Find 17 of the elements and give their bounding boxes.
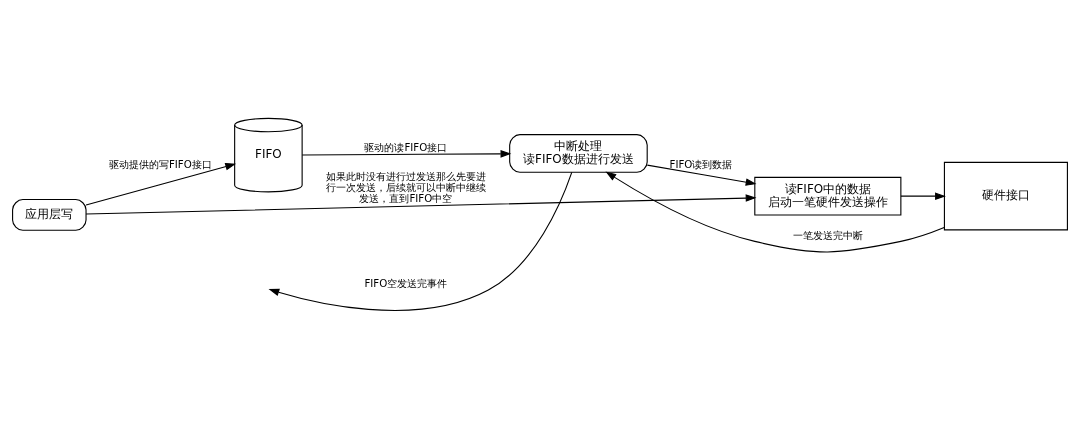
node-box: 应用层写	[12, 199, 87, 231]
edge-label: 驱动提供的写FIFO接口	[108, 158, 212, 171]
edge-label: FIFO空发送完事件	[364, 277, 448, 290]
node-box: 中断处理 读FIFO数据进行发送	[509, 134, 648, 173]
arrow	[900, 192, 946, 200]
arrow	[605, 171, 945, 253]
edge-label: 驱动的读FIFO接口	[364, 141, 448, 154]
edge-label: FIFO读到数据	[669, 157, 733, 170]
node-box: 硬件接口	[943, 161, 1068, 231]
arrow	[85, 163, 237, 206]
arrow	[268, 171, 573, 311]
edge-label: 如果此时没有进行过发送那么先要进行一次发送，后续就可以中断中继续发送，直到FIFO中空	[325, 169, 486, 204]
arrow	[301, 150, 512, 158]
node-box: 读FIFO中的数据 启动一笔硬件发送操作	[754, 176, 902, 216]
arrow	[646, 164, 757, 186]
arrow	[85, 194, 757, 215]
edge-label: 一笔发送完中断	[792, 228, 863, 241]
